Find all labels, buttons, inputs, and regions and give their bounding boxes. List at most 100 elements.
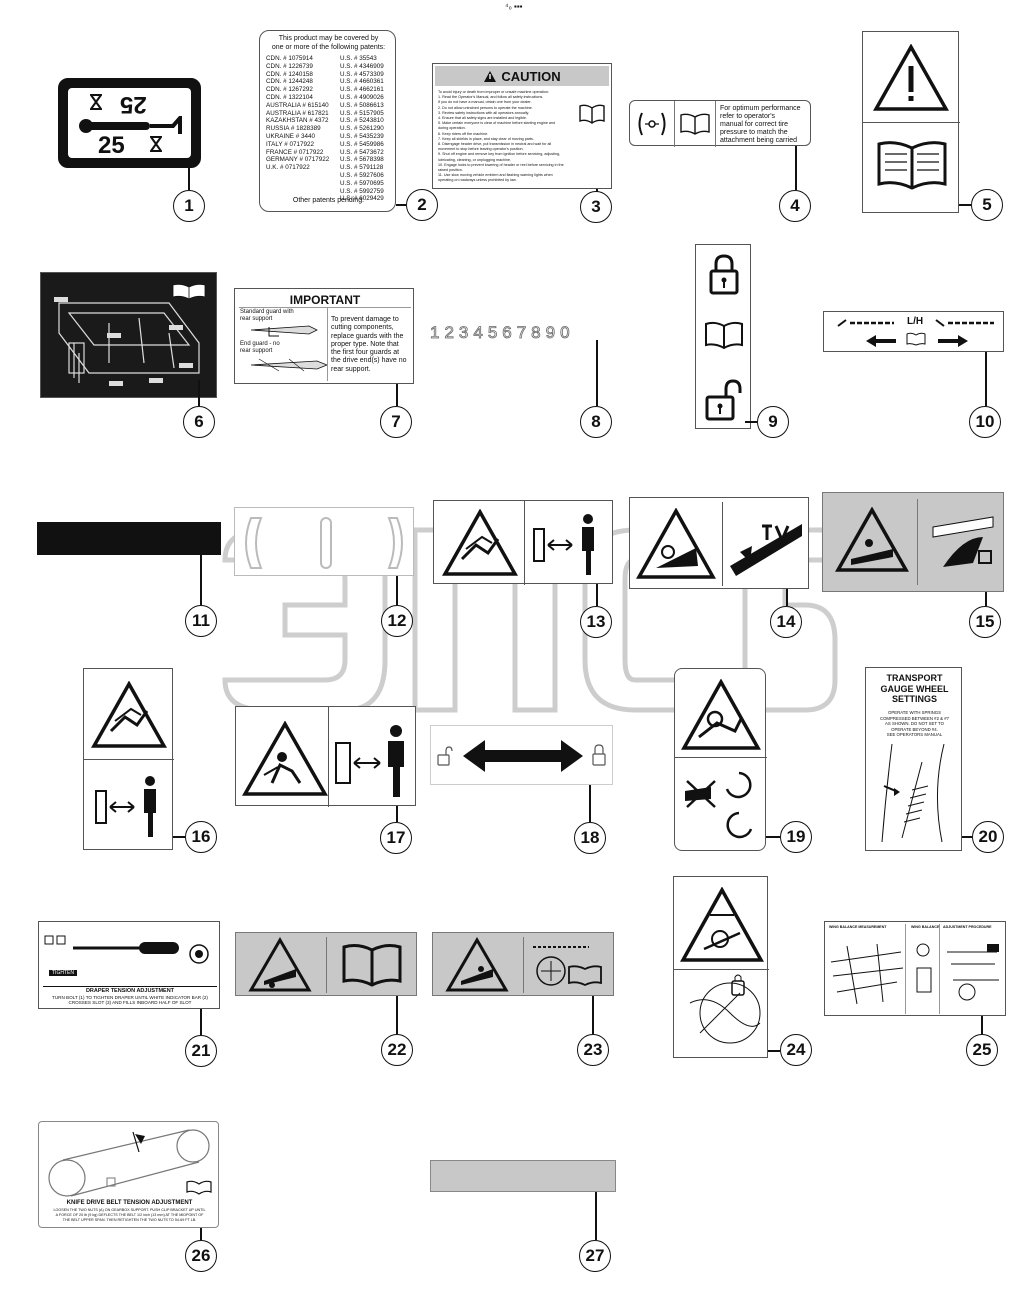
patent-entry: U.S. # 5791128: [340, 164, 384, 172]
reel-hazard-warning-icon: [680, 887, 764, 962]
keep-distance-icon: [533, 514, 594, 575]
left-reel-icon: [837, 319, 894, 327]
hand-entanglement-warning-icon: [442, 509, 518, 576]
patent-entry: U.K. # 0717922: [266, 164, 310, 172]
draper-adjust-drawing: [44, 935, 209, 964]
patent-entry: U.S. # 5970695: [340, 179, 384, 187]
decal-9-lock-unlock: [695, 244, 751, 429]
decal-6-lube-points: [40, 272, 217, 398]
draper-title: DRAPER TENSION ADJUSTMENT: [85, 988, 175, 994]
patent-heading: one or more of the following patents:: [271, 44, 386, 51]
patent-entry: U.S. # 5435239: [340, 132, 384, 140]
patent-entry: U.S. # 4573309: [340, 70, 384, 78]
leader-line: [768, 1050, 780, 1052]
leader-line: [396, 806, 398, 822]
unlocked-padlock-icon: [705, 379, 742, 421]
caution-line: 6. Keep riders off the machine.: [438, 131, 489, 136]
decal-8-number-strip: 1234567890: [430, 323, 575, 343]
decal-24-reel-lock-warning: [673, 876, 769, 1058]
patent-entry: U.S. # 4909026: [340, 93, 384, 101]
manual-book-icon: [705, 321, 743, 349]
manual-book-icon: [680, 113, 710, 135]
decal-1-bottom-number: 25: [98, 132, 125, 159]
guard-message-line: replace guards with the: [331, 332, 404, 340]
leader-line: [596, 340, 598, 406]
warning-triangle-icon: [484, 70, 497, 82]
important-title: IMPORTANT: [289, 293, 361, 307]
callout-5: 5: [971, 189, 1003, 221]
double-arrow-icon: [463, 740, 583, 772]
patent-entry: UKRAINE # 3440: [266, 132, 316, 140]
callout-14: 14: [770, 606, 802, 638]
caution-line: 4. Ensure that all safety signs are inst…: [438, 116, 527, 121]
patent-entry: CDN. # 1322104: [266, 93, 313, 101]
caution-line: 11. Use slow moving vehicle emblem and f…: [438, 173, 553, 178]
patent-entry: U.S. # 4660361: [340, 78, 384, 86]
reel-lock-detail-icon: [533, 946, 602, 987]
guard-message-line: the first four guards at: [331, 349, 400, 357]
patent-entry: U.S. # 5459986: [340, 140, 384, 148]
caution-line: 5. Make certain everyone is clear of mac…: [438, 121, 556, 126]
callout-13: 13: [580, 606, 612, 638]
tire-text-line: refer to operator's: [720, 113, 776, 120]
reflector-shapes: [245, 517, 403, 569]
patent-list-right: U.S. # 35543 U.S. # 4346909 U.S. # 45733…: [340, 55, 384, 203]
callout-22: 22: [381, 1034, 413, 1066]
tire-pressure-text: For optimum performance refer to operato…: [720, 105, 801, 145]
knife-belt-text: LOOSEN THE TWO NUTS (A) ON GEARBOX SUPPO…: [39, 1208, 220, 1222]
leader-line: [396, 384, 398, 406]
gauge-wheel-spring-drawing: [881, 743, 945, 843]
patent-entry: U.S. # 5157905: [340, 109, 384, 117]
leader-line: [745, 421, 757, 423]
callout-16: 16: [185, 821, 217, 853]
caution-line: If you do not have a manual, obtain one …: [438, 100, 532, 105]
patent-entry: CDN. # 1226739: [266, 62, 313, 70]
patent-entry: KAZAKHSTAN # 4372: [266, 117, 329, 125]
leader-line: [173, 836, 185, 838]
callout-23: 23: [577, 1034, 609, 1066]
patent-entry: U.S. # 5992759: [340, 187, 384, 195]
manual-book-icon: [877, 141, 947, 190]
leader-line: [200, 555, 202, 605]
caution-line: 1. Read the Operator's Manual, and follo…: [438, 95, 544, 100]
header-frame-drawing: [54, 283, 206, 386]
decal-27-gray-strip: [430, 1160, 616, 1192]
patent-entry: U.S. # 5473672: [340, 148, 384, 156]
callout-19: 19: [780, 821, 812, 853]
decal-3-caution: CAUTION To avoid injury or death from im…: [432, 63, 612, 189]
crush-warning-icon: [636, 508, 716, 579]
knife-belt-line: THE BELT UPPER SPAN. THEN RETIGHTEN THE …: [62, 1217, 197, 1222]
guard-message: To prevent damage to cutting components,…: [331, 316, 407, 374]
callout-17: 17: [380, 822, 412, 854]
leader-line: [786, 589, 788, 606]
transport-text: OPERATE WITH SPRINGS COMPRESSED BETWEEN …: [866, 710, 963, 738]
right-arrow-icon: [938, 335, 968, 347]
transport-title-line: SETTINGS: [891, 694, 937, 704]
transport-text-line: OPERATE BEYOND #4.: [891, 726, 938, 732]
caution-line: 2. Do not allow untrained persons to ope…: [438, 105, 533, 110]
locked-padlock-icon: [709, 254, 739, 295]
guard-message-line: proper type. Note that: [331, 340, 399, 348]
patent-entry: GERMANY # 0717922: [266, 156, 330, 164]
caution-title: CAUTION: [501, 68, 561, 84]
draper-text-line: CROSSES SLOT (3) AND FILLS INBOARD HALF …: [68, 1000, 192, 1006]
keep-distance-icon: [95, 776, 156, 837]
tipping-hazard-warning-icon: [248, 937, 312, 992]
decal-21-draper-tension: TIGHTEN DRAPER TENSION ADJUSTMENT TURN B…: [38, 921, 220, 1009]
caution-line: during operation.: [438, 126, 466, 131]
tire-text-line: For optimum performance: [720, 105, 801, 112]
leader-line: [595, 1192, 597, 1240]
callout-2: 2: [406, 189, 438, 221]
decal-19-rotating-hazard: [674, 668, 767, 851]
lock-engaged-icon: [932, 516, 994, 567]
patent-entry: U.S. # 4662161: [340, 86, 384, 94]
decal-20-transport-gauge: TRANSPORT GAUGE WHEEL SETTINGS OPERATE W…: [865, 667, 962, 851]
guard-message-line: rear support.: [331, 365, 371, 373]
leader-line: [981, 1016, 983, 1034]
transport-title-line: GAUGE WHEEL: [880, 683, 949, 694]
leader-line: [589, 785, 591, 822]
end-guard-drawing: [250, 358, 329, 372]
callout-8: 8: [580, 406, 612, 438]
decal-14-crush-cutting-warning: [629, 497, 809, 589]
knife-belt-title: KNIFE DRIVE BELT TENSION ADJUSTMENT: [66, 1200, 193, 1206]
